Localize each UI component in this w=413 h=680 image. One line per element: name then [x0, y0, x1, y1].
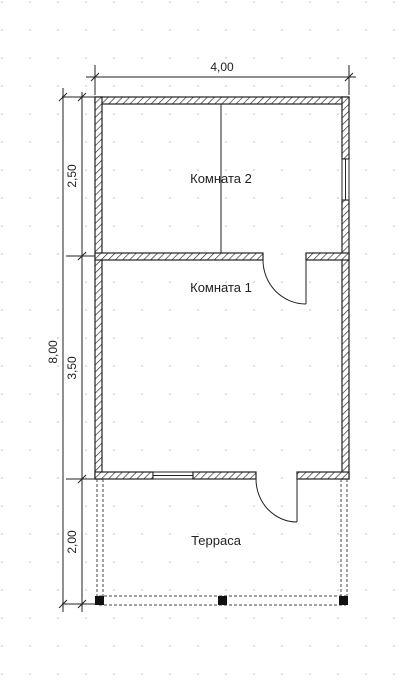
wall-right-upper: [341, 96, 350, 160]
room1-height-label: 3,50: [65, 356, 79, 380]
terrace-post-middle: [218, 596, 227, 605]
wall-interior-right: [305, 252, 350, 261]
dimension-width: 4,00: [86, 60, 356, 95]
door-interior: [262, 259, 307, 305]
terrace-height-label: 2,00: [65, 530, 79, 554]
terrace-post-left: [95, 596, 104, 605]
terrace-label: Терраса: [191, 533, 242, 548]
terrace-post-right: [339, 596, 348, 605]
width-dimension-label: 4,00: [210, 60, 234, 74]
wall-bottom-left: [94, 471, 154, 480]
dimension-total: 8,00: [46, 88, 68, 612]
wall-left: [94, 96, 103, 480]
total-height-label: 8,00: [46, 340, 60, 364]
wall-top: [94, 96, 350, 105]
dimension-segments: 2,50 3,50 2,00: [62, 92, 95, 612]
room2-height-label: 2,50: [65, 164, 79, 188]
walls: [94, 96, 350, 480]
room-2-label: Комната 2: [190, 171, 252, 186]
room-1-label: Комната 1: [190, 280, 252, 295]
wall-bottom-mid: [192, 471, 257, 480]
wall-right-mid: [341, 199, 350, 480]
terrace-outline: [96, 479, 348, 606]
wall-interior-left: [94, 252, 264, 261]
wall-bottom-right: [296, 471, 350, 480]
door-terrace: [255, 478, 298, 523]
